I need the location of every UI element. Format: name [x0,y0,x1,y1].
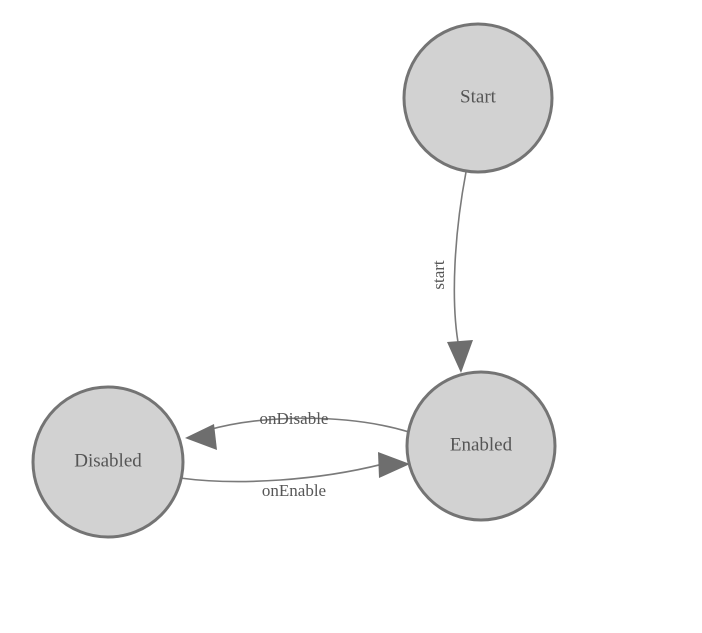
edge-start-line [453,171,467,349]
edge-ondisable-line [207,417,410,433]
node-disabled-label: Disabled [74,450,142,471]
node-enabled[interactable]: Enabled [405,370,557,522]
edge-start-arrowhead-icon [447,340,473,373]
edge-onenable-line [179,463,384,483]
node-disabled[interactable]: Disabled [31,385,185,539]
node-enabled-circle [405,370,557,522]
edge-onenable-arrowhead-icon [378,452,410,478]
edge-ondisable-label: onDisable [260,409,329,428]
node-enabled-label: Enabled [450,434,513,455]
edge-ondisable-arrowhead-icon [185,424,217,450]
node-start[interactable]: Start [402,22,554,174]
edge-start-label: start [429,260,448,290]
node-disabled-circle [31,385,185,539]
edge-start[interactable] [447,171,473,373]
edge-onenable[interactable] [179,452,410,483]
edge-ondisable[interactable] [185,417,410,450]
node-start-circle [402,22,554,174]
node-start-label: Start [460,86,497,107]
edge-onenable-label: onEnable [262,481,326,500]
